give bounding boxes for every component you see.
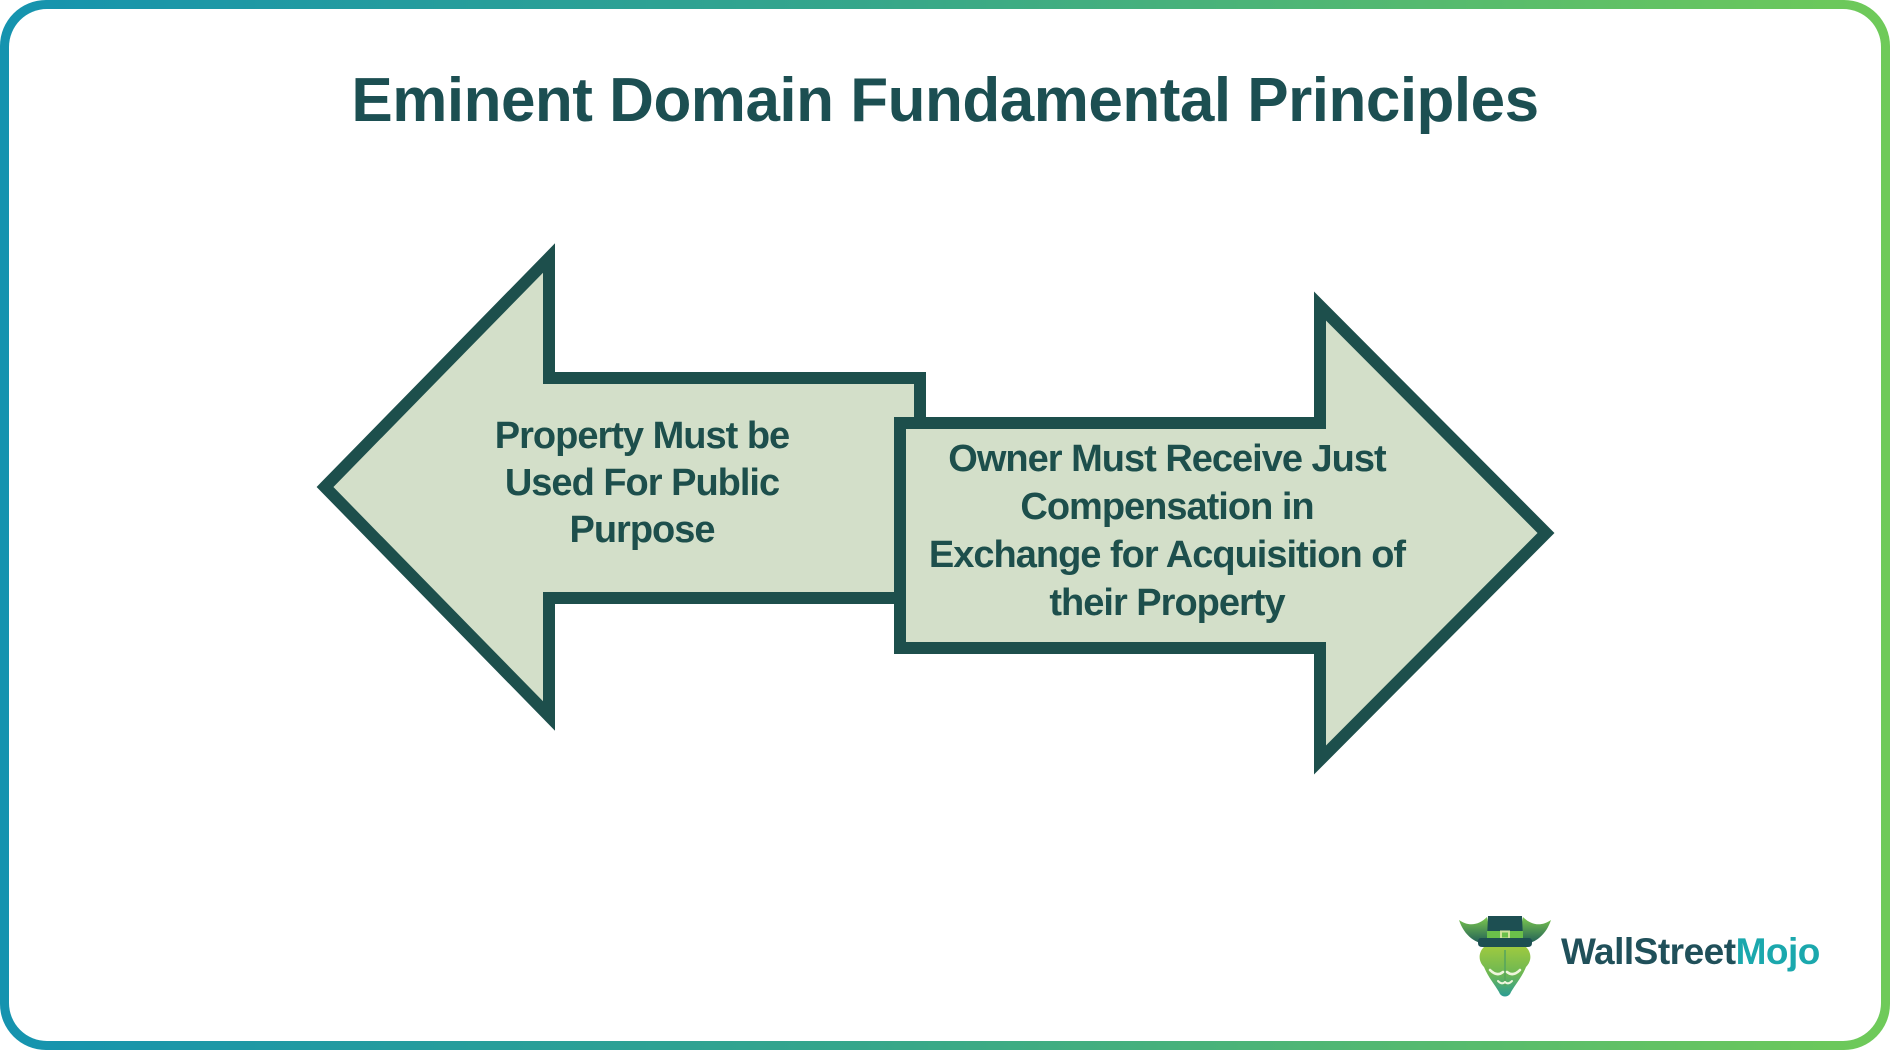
wallstreetmojo-logo: WallStreetMojo bbox=[1455, 905, 1820, 1011]
bull-nostril-right bbox=[1504, 980, 1513, 985]
label-line: Owner Must Receive Just bbox=[948, 438, 1386, 480]
label-line: Compensation in bbox=[1020, 486, 1314, 528]
right-arrow-shape bbox=[894, 291, 1555, 775]
arrows-graphic bbox=[316, 243, 1555, 775]
bull-hat-brim bbox=[1478, 938, 1532, 947]
label-line: Property Must be bbox=[494, 415, 790, 457]
page-title: Eminent Domain Fundamental Principles bbox=[351, 66, 1539, 135]
label-line: their Property bbox=[1049, 582, 1285, 624]
bull-horn-left bbox=[1459, 917, 1493, 945]
bull-smile-right bbox=[1505, 968, 1522, 976]
bull-horn-right bbox=[1517, 917, 1551, 945]
logo-text-mojo: Mojo bbox=[1735, 931, 1821, 972]
label-line: Purpose bbox=[569, 509, 715, 551]
label-line: Exchange for Acquisition of bbox=[928, 534, 1406, 576]
bull-smile-left bbox=[1488, 968, 1505, 976]
content-area: Eminent Domain Fundamental Principles Pr… bbox=[9, 9, 1881, 1041]
right-arrow-polygon bbox=[894, 291, 1555, 775]
label-line: Used For Public bbox=[504, 462, 780, 504]
bull-hat-buckle-center bbox=[1502, 932, 1508, 938]
right-arrow-label: Owner Must Receive Just Compensation in … bbox=[897, 435, 1437, 627]
logo-text: WallStreetMojo bbox=[1561, 931, 1820, 973]
left-arrow-label: Property Must be Used For Public Purpose bbox=[437, 413, 847, 554]
bull-mascot-icon bbox=[1459, 916, 1551, 997]
logo-text-wallstreet: WallStreet bbox=[1561, 931, 1736, 972]
